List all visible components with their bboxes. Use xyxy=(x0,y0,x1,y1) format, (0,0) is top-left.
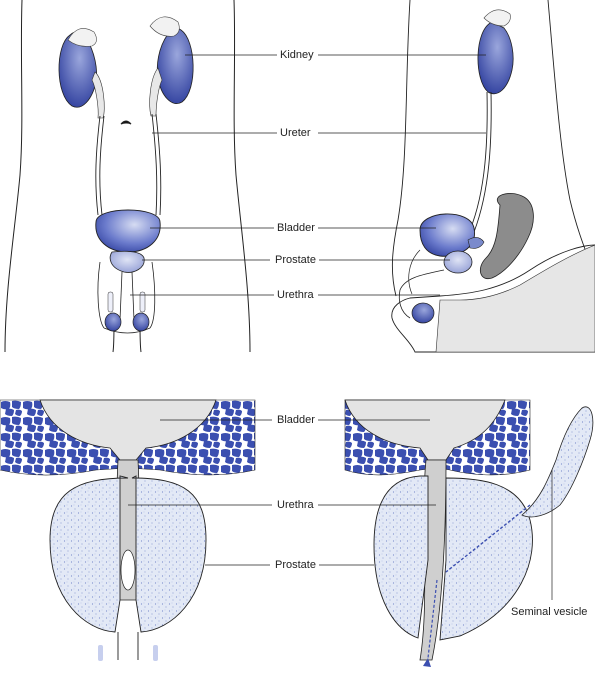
side-view-body xyxy=(391,0,595,353)
bottom-left-anatomy xyxy=(0,399,256,661)
front-kidneys xyxy=(58,16,194,119)
bottom-right-anatomy xyxy=(344,399,594,667)
label-seminal-vesicle: Seminal vesicle xyxy=(508,606,591,619)
label-prostate-bottom: Prostate xyxy=(272,559,319,572)
front-ureters xyxy=(95,113,162,216)
label-ureter: Ureter xyxy=(277,127,314,140)
label-kidney: Kidney xyxy=(277,49,317,62)
label-urethra-bottom: Urethra xyxy=(274,499,317,512)
label-bladder-top: Bladder xyxy=(274,222,318,235)
side-kidney xyxy=(469,9,514,233)
side-bladder xyxy=(398,213,485,324)
label-prostate-top: Prostate xyxy=(272,254,319,267)
front-testes xyxy=(104,291,150,332)
front-view-body xyxy=(4,0,251,353)
side-rectum xyxy=(479,193,534,280)
label-urethra-top: Urethra xyxy=(274,289,317,302)
front-bladder xyxy=(95,209,161,273)
label-bladder-bottom: Bladder xyxy=(274,414,318,427)
leader-lines xyxy=(128,54,553,600)
